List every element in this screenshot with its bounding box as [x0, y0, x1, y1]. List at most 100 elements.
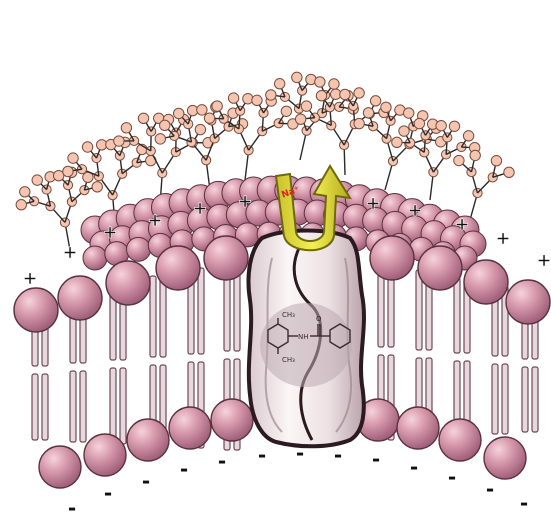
- sugar-residue: [354, 118, 364, 128]
- sugar-residue: [301, 101, 311, 111]
- sugar-residue: [315, 77, 325, 87]
- sugar-residue: [160, 120, 170, 130]
- negative-charge-sign: -: [180, 457, 188, 481]
- phospholipid-head-inner: [211, 399, 253, 441]
- sugar-residue: [292, 72, 302, 82]
- fatty-acid-tail: [198, 268, 204, 354]
- sugar-residue: [295, 114, 305, 124]
- sugar-residue: [436, 120, 446, 130]
- fatty-acid-tail: [110, 368, 116, 444]
- phospholipid-head-outer: [370, 236, 414, 280]
- phospholipid-head-inner: [397, 407, 439, 449]
- fatty-acid-tail: [416, 270, 422, 350]
- negative-charge-sign: -: [258, 443, 266, 467]
- carbonyl-label: O: [316, 315, 322, 323]
- phospholipid-head-inner: [127, 419, 169, 461]
- negative-charge-sign: -: [68, 496, 76, 520]
- positive-charge-sign: +: [102, 222, 117, 243]
- sugar-residue: [281, 106, 291, 116]
- positive-charge-sign: +: [147, 210, 162, 231]
- sugar-residue: [195, 124, 205, 134]
- sugar-residue: [16, 199, 26, 209]
- sugar-residue: [252, 95, 262, 105]
- negative-charge-sign: -: [218, 449, 226, 473]
- sugar-residue: [92, 182, 102, 192]
- negative-charge-sign: -: [142, 469, 150, 493]
- fatty-acid-tail: [532, 367, 538, 432]
- sugar-residue: [63, 166, 73, 176]
- sugar-residue: [399, 126, 409, 136]
- sugar-residue: [82, 142, 92, 152]
- sugar-residue: [504, 167, 514, 177]
- positive-charge-sign: +: [407, 200, 422, 221]
- amine-label: NH: [298, 333, 309, 341]
- fatty-acid-tail: [32, 374, 38, 440]
- sugar-residue: [20, 187, 30, 197]
- sugar-residue: [138, 113, 148, 123]
- sugar-residue: [329, 79, 339, 89]
- fatty-acid-tail: [120, 368, 126, 444]
- sugar-residue: [68, 153, 78, 163]
- fatty-acid-tail: [454, 278, 460, 353]
- phospholipid-head-outer: [156, 246, 200, 290]
- phospholipid-head-inner: [484, 437, 526, 479]
- sugar-residue: [370, 96, 380, 106]
- positive-charge-sign: +: [365, 193, 380, 214]
- phospholipid-head-outer: [418, 246, 462, 290]
- positive-charge-sign: +: [22, 268, 37, 289]
- sugar-residue: [363, 108, 373, 118]
- negative-charge-sign: -: [520, 491, 528, 515]
- sugar-residue: [114, 136, 124, 146]
- methyl-label-1: CH₃: [282, 311, 295, 319]
- positive-charge-sign: +: [237, 191, 252, 212]
- sugar-residue: [204, 113, 214, 123]
- phospholipid-head-outer: [464, 260, 508, 304]
- fatty-acid-tail: [522, 367, 528, 432]
- negative-charge-sign: -: [448, 465, 456, 489]
- sugar-residue: [212, 101, 222, 111]
- sugar-residue: [266, 90, 276, 100]
- phospholipid-head-inner: [84, 434, 126, 476]
- sugar-residue: [392, 137, 402, 147]
- phospholipid-head-outer: [204, 236, 248, 280]
- sugar-residue: [354, 88, 364, 98]
- fatty-acid-tail: [70, 371, 76, 442]
- phospholipid-head-outer: [58, 276, 102, 320]
- phospholipid-head-outer: [106, 261, 150, 305]
- sugar-residue: [449, 121, 459, 131]
- fatty-acid-tail: [160, 276, 166, 357]
- sugar-residue: [173, 108, 183, 118]
- fatty-acid-tail: [42, 374, 48, 440]
- sugar-residue: [274, 79, 284, 89]
- sugar-residue: [491, 156, 501, 166]
- positive-charge-sign: +: [536, 250, 551, 271]
- positive-charge-sign: +: [454, 214, 469, 235]
- sugar-residue: [197, 105, 207, 115]
- phospholipid-head-inner: [169, 407, 211, 449]
- phospholipid-head-inner: [39, 446, 81, 488]
- negative-charge-sign: -: [410, 455, 418, 479]
- positive-charge-sign: +: [62, 242, 77, 263]
- sugar-residue: [470, 150, 480, 160]
- fatty-acid-tail: [502, 364, 508, 434]
- sugar-residue: [381, 102, 391, 112]
- methyl-label-2: CH₃: [282, 356, 295, 364]
- phospholipid-head: [83, 246, 107, 270]
- negative-charge-sign: -: [372, 447, 380, 471]
- phospholipid-head-outer: [14, 288, 58, 332]
- sugar-residue: [121, 123, 131, 133]
- negative-charge-sign: -: [296, 441, 304, 465]
- sugar-residue: [340, 89, 350, 99]
- sugar-residue: [316, 91, 326, 101]
- phospholipid-head-inner: [439, 419, 481, 461]
- sugar-residue: [414, 118, 424, 128]
- positive-charge-sign: +: [192, 198, 207, 219]
- phospholipid-head: [127, 237, 151, 261]
- negative-charge-sign: -: [486, 477, 494, 501]
- fatty-acid-tail: [150, 276, 156, 357]
- sugar-residue: [463, 131, 473, 141]
- sugar-residue: [228, 93, 238, 103]
- fatty-acid-tail: [80, 371, 86, 442]
